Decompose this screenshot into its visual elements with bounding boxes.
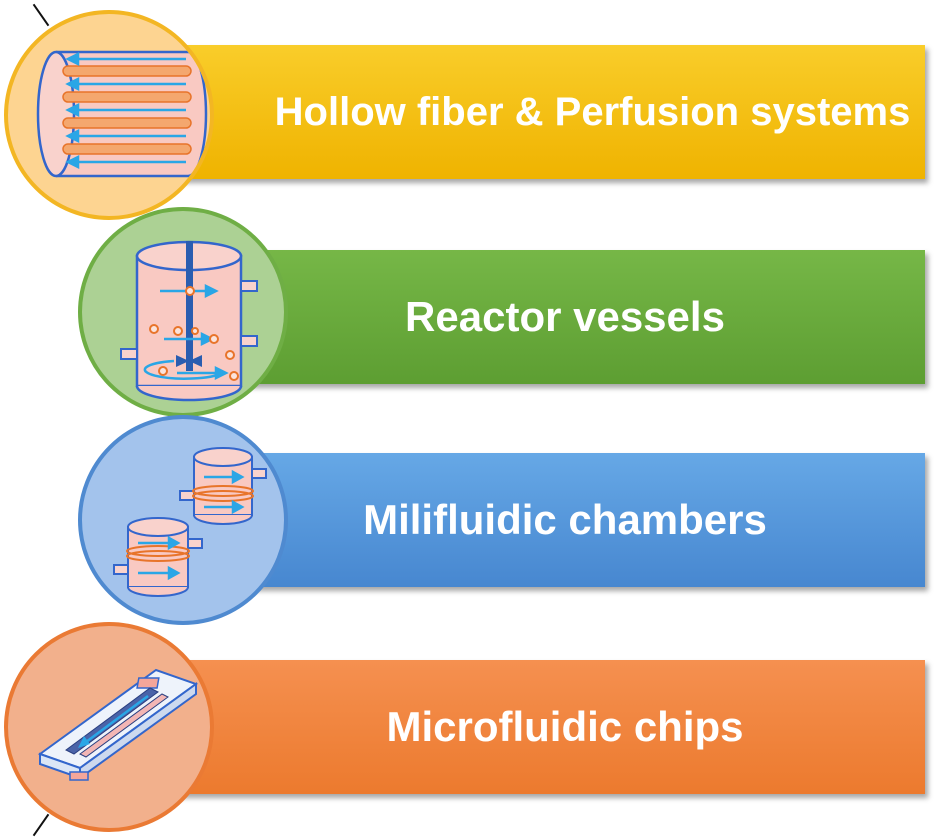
banner-hollow-fiber: Hollow fiber & Perfusion systems xyxy=(150,45,925,179)
microfluidic-chip-circle xyxy=(4,622,214,832)
banner-label: Microfluidic chips xyxy=(386,703,744,750)
reactor-vessel-icon xyxy=(120,240,258,402)
microfluidic-chip-icon xyxy=(37,668,199,781)
reactor-vessel-circle xyxy=(78,207,288,417)
hollow-fiber-icon xyxy=(36,50,208,178)
banner-label: Reactor vessels xyxy=(405,293,725,340)
hollow-fiber-circle xyxy=(4,10,214,220)
banner-label: Milifluidic chambers xyxy=(363,496,767,543)
milifluidic-chamber-icon xyxy=(113,447,267,597)
milifluidic-chamber-circle xyxy=(78,415,288,625)
banner-label: Hollow fiber & Perfusion systems xyxy=(274,89,911,134)
banner-microfluidic-chips: Microfluidic chips xyxy=(150,660,925,794)
